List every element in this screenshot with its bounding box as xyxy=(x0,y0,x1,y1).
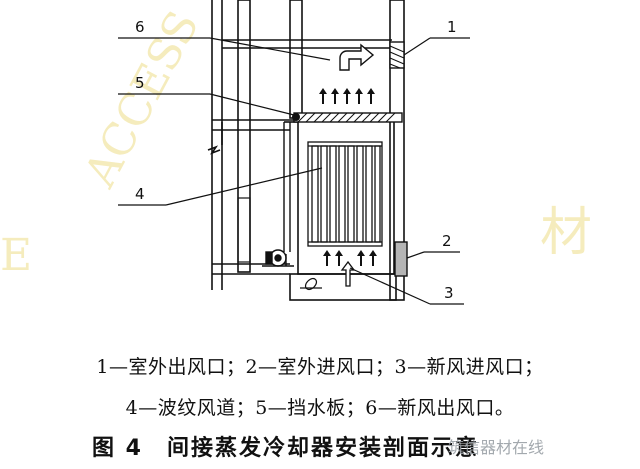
watermark-char: 材 xyxy=(540,203,592,263)
watermark: ACCESS 材 E xyxy=(0,3,592,281)
outdoor-inlet-vent xyxy=(394,241,408,277)
fresh-air-outlet-arrow xyxy=(339,43,375,71)
airflow-arrows-bottom xyxy=(323,250,377,266)
leader-lines xyxy=(118,37,470,305)
pump-icon xyxy=(262,249,294,267)
outdoor-outlet-vent xyxy=(389,41,405,69)
callout-4: 4 xyxy=(135,185,145,203)
callout-2: 2 xyxy=(442,232,452,250)
watermark-char-left: E xyxy=(0,230,32,281)
airflow-arrows-top xyxy=(319,88,375,104)
cooler-unit xyxy=(283,117,397,301)
corrugated-ducts xyxy=(307,141,383,247)
callout-5: 5 xyxy=(135,74,145,92)
water-baffle xyxy=(292,112,403,123)
source-tag: 筑信器材在线 xyxy=(448,438,545,457)
legend-line-2: 4—波纹风道；5—挡水板；6—新风出风口。 xyxy=(125,397,515,419)
callout-1: 1 xyxy=(447,18,457,36)
legend-line-1: 1—室外出风口；2—室外进风口；3—新风进风口； xyxy=(96,356,544,378)
figure-caption: 图 4 间接蒸发冷却器安装剖面示意 xyxy=(92,436,479,461)
callout-labels: 6 5 4 1 2 3 xyxy=(135,18,457,302)
callout-3: 3 xyxy=(444,284,454,302)
fan-icon xyxy=(300,277,322,291)
callout-6: 6 xyxy=(135,18,145,36)
